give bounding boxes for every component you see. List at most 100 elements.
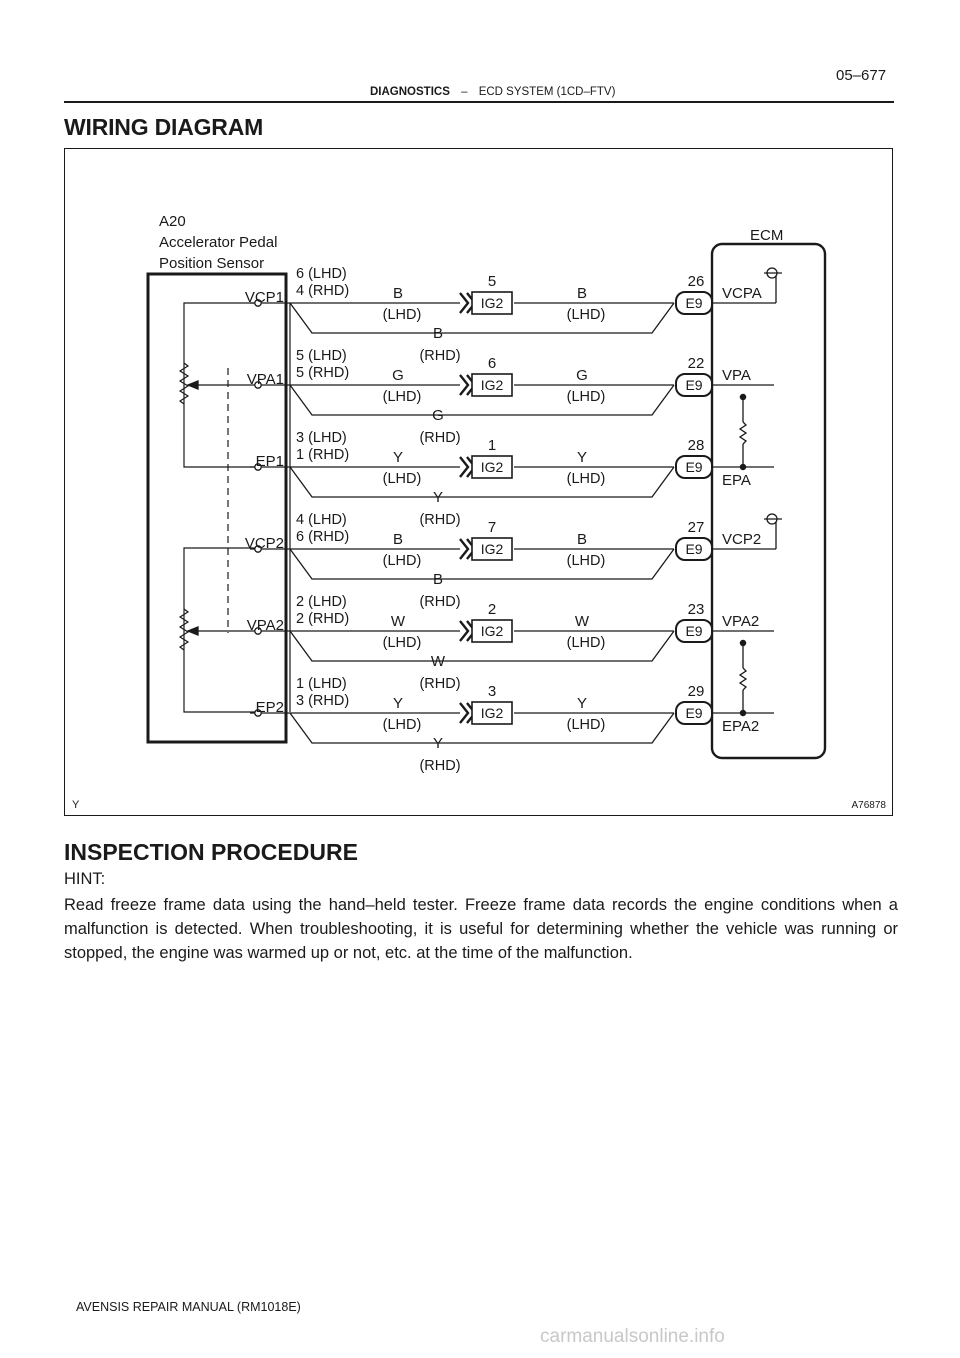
ecm-connector-name: E9 — [685, 459, 702, 475]
junction-name: IG2 — [481, 295, 504, 311]
junction-name: IG2 — [481, 705, 504, 721]
header-section: DIAGNOSTICS — [370, 86, 450, 98]
wire-color-rhd: B — [433, 325, 443, 342]
sensor-pin-label: VCP1 — [245, 289, 284, 306]
wire-rhd-tag: (RHD) — [419, 758, 460, 774]
wire-lhd-tag-right: (LHD) — [567, 471, 606, 487]
wire-color-lhd-right: Y — [577, 695, 587, 712]
sensor-pin-label: VPA1 — [247, 371, 284, 388]
wiring-diagram-title: WIRING DIAGRAM — [64, 114, 264, 140]
wire-lhd-tag-right: (LHD) — [567, 389, 606, 405]
wire-color-lhd-left: B — [393, 531, 403, 548]
junction-pin-number: 7 — [488, 519, 496, 536]
wire-lhd-tag-left: (LHD) — [383, 471, 422, 487]
figure-ref-left: Y — [72, 799, 80, 811]
ecm-terminal-label: VCP2 — [722, 531, 761, 548]
wire-lhd-tag-right: (LHD) — [567, 553, 606, 569]
sensor-rhd-pin: 5 (RHD) — [296, 365, 349, 381]
junction-pin-number: 2 — [488, 601, 496, 618]
junction-box — [471, 455, 513, 479]
wire-rhd-branch — [289, 302, 675, 334]
sensor-lhd-pin: 3 (LHD) — [296, 430, 347, 446]
sensor-name-line2: Position Sensor — [159, 255, 264, 272]
sensor-potentiometer — [178, 362, 190, 405]
junction-chevron — [459, 702, 470, 724]
junction-name: IG2 — [481, 377, 504, 393]
wire-color-lhd-right: B — [577, 285, 587, 302]
wire-rhd-tag: (RHD) — [419, 594, 460, 610]
sensor-pin-label: VCP2 — [245, 535, 284, 552]
sensor-lhd-pin: 6 (LHD) — [296, 266, 347, 282]
ecm-terminal-label: VPA2 — [722, 613, 759, 630]
sensor-rhd-pin: 1 (RHD) — [296, 447, 349, 463]
wire-rhd-branch — [289, 712, 675, 744]
junction-chevron — [459, 538, 470, 560]
sensor-pin-label: VPA2 — [247, 617, 284, 634]
junction-pin-number: 1 — [488, 437, 496, 454]
ecm-pin-number: 26 — [688, 273, 705, 290]
sensor-rhd-pin: 4 (RHD) — [296, 283, 349, 299]
ecm-pin-number: 22 — [688, 355, 705, 372]
ecm-pin-number: 23 — [688, 601, 705, 618]
circuit-vcp1 — [250, 267, 782, 334]
ecm-terminal-label: VPA — [722, 367, 751, 384]
wire-color-lhd-left: Y — [393, 449, 403, 466]
ecm-pin-number: 29 — [688, 683, 705, 700]
sensor-potentiometer — [178, 608, 190, 651]
wire-color-rhd: Y — [433, 735, 443, 752]
junction-chevron — [459, 456, 470, 478]
sensor-pin-circle — [254, 463, 262, 471]
sensor1-internal-wiring — [183, 302, 258, 468]
ecm-terminal-label: EPA — [722, 472, 751, 489]
junction-name: IG2 — [481, 541, 504, 557]
ecm-connector-name: E9 — [685, 705, 702, 721]
running-header: DIAGNOSTICS – ECD SYSTEM (1CD–FTV) — [370, 86, 615, 98]
junction-pin-number: 6 — [488, 355, 496, 372]
ecm-terminal-label: EPA2 — [722, 718, 759, 735]
sensor-wiper-arrow — [186, 626, 199, 636]
junction-name: IG2 — [481, 459, 504, 475]
junction-chevron — [459, 292, 470, 314]
ecm-pull-resistor — [738, 667, 748, 691]
inspection-title: INSPECTION PROCEDURE — [64, 839, 358, 865]
wire-rhd-branch — [289, 466, 675, 498]
ecm-connector-name: E9 — [685, 295, 702, 311]
footer-manual-ref: AVENSIS REPAIR MANUAL (RM1018E) — [76, 1300, 301, 1314]
sensor-lhd-pin: 4 (LHD) — [296, 512, 347, 528]
junction-box — [471, 619, 513, 643]
header-separator: – — [461, 86, 468, 98]
circuit-ep2 — [250, 701, 774, 744]
sensor-code: A20 — [159, 213, 186, 230]
ecm-pull-resistor — [738, 421, 748, 445]
wire-color-rhd: B — [433, 571, 443, 588]
ecm-label: ECM — [750, 227, 783, 244]
wire-color-lhd-left: W — [391, 613, 406, 630]
circuit-vpa1 — [178, 362, 774, 471]
wire-color-lhd-left: G — [392, 367, 404, 384]
sensor-pin-circle — [254, 709, 262, 717]
ecm-connector-name: E9 — [685, 377, 702, 393]
wire-lhd-tag-left: (LHD) — [383, 635, 422, 651]
sensor-pin-label: EP2 — [256, 699, 284, 716]
sensor-lhd-pin: 2 (LHD) — [296, 594, 347, 610]
ecm-connector-name: E9 — [685, 541, 702, 557]
wire-lhd-tag-right: (LHD) — [567, 635, 606, 651]
wire-color-rhd: G — [432, 407, 444, 424]
junction-pin-number: 3 — [488, 683, 496, 700]
wire-lhd-tag-left: (LHD) — [383, 307, 422, 323]
wire-lhd-tag-left: (LHD) — [383, 717, 422, 733]
sensor-box — [146, 272, 288, 744]
sensor-rhd-pin: 3 (RHD) — [296, 693, 349, 709]
wire-rhd-tag: (RHD) — [419, 676, 460, 692]
sensor-lhd-pin: 5 (LHD) — [296, 348, 347, 364]
junction-chevron — [459, 620, 470, 642]
junction-name: IG2 — [481, 623, 504, 639]
wire-rhd-tag: (RHD) — [419, 348, 460, 364]
wire-color-lhd-right: B — [577, 531, 587, 548]
circuit-ep1 — [250, 455, 774, 498]
wire-lhd-tag-left: (LHD) — [383, 553, 422, 569]
wire-color-lhd-left: B — [393, 285, 403, 302]
wire-rhd-branch — [289, 384, 675, 416]
